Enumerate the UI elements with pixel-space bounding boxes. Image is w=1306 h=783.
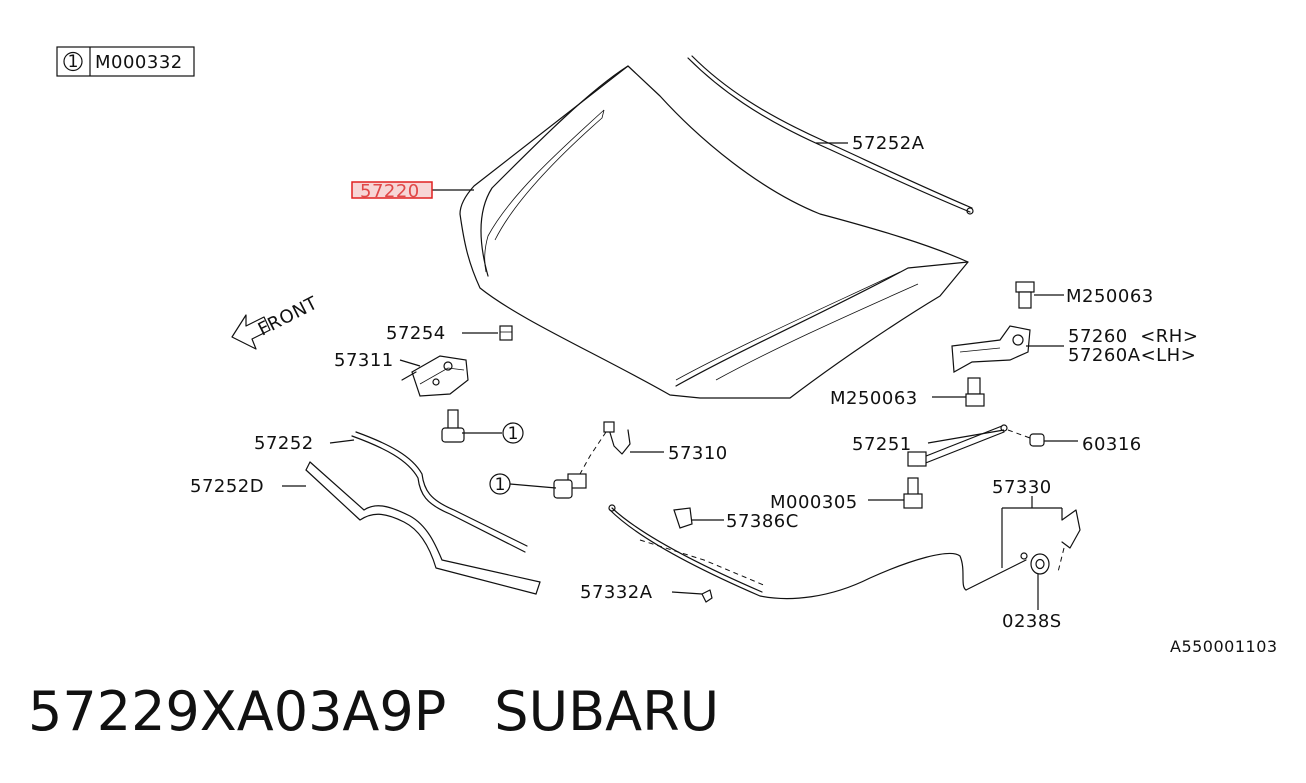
footer-brand: SUBARU	[494, 680, 720, 743]
callout-1-striker: 1	[489, 473, 511, 495]
label-hinge-lh[interactable]: 57260A<LH>	[1068, 345, 1196, 366]
label-release-cable[interactable]: 57330	[992, 477, 1052, 498]
hinge-bolt-bottom[interactable]	[965, 377, 985, 407]
stay-bolt[interactable]	[903, 477, 923, 509]
hood-rear-seal[interactable]	[687, 55, 974, 215]
label-hinge-bolt-top[interactable]: M250063	[1066, 286, 1154, 307]
label-hinge-rh[interactable]: 57260 <RH>	[1068, 326, 1198, 347]
label-seal-front[interactable]: 57252	[254, 433, 314, 454]
label-nut[interactable]: 0238S	[1002, 611, 1062, 632]
reference-box-code: M000332	[95, 52, 183, 73]
label-lock-assy[interactable]: 57311	[334, 350, 394, 371]
hood-panel[interactable]	[459, 65, 969, 399]
front-arrow: FRONT	[231, 292, 322, 350]
label-bumper-stop[interactable]: 57254	[386, 323, 446, 344]
front-seal-d[interactable]	[305, 461, 541, 595]
hinge-bolt-top[interactable]	[1015, 281, 1035, 309]
striker-bolt[interactable]	[553, 473, 587, 499]
hood-hinge[interactable]	[951, 325, 1031, 373]
cable-clip-a[interactable]	[701, 589, 713, 603]
reference-box-index: 1	[68, 52, 79, 72]
front-arrow-label: FRONT	[255, 292, 322, 340]
label-hood[interactable]: 57220	[360, 181, 420, 202]
label-grommet[interactable]: 60316	[1082, 434, 1142, 455]
callout-1-striker-text: 1	[495, 475, 506, 495]
label-stay[interactable]: 57251	[852, 434, 912, 455]
release-cable[interactable]	[608, 504, 1081, 600]
bumper-stop[interactable]	[499, 325, 513, 341]
grommet[interactable]	[1029, 433, 1045, 447]
footer-part-number: 57229XA03A9P	[28, 680, 447, 743]
lock-bolt[interactable]	[441, 409, 465, 443]
callout-1-lock: 1	[502, 422, 524, 444]
front-seal[interactable]	[351, 431, 528, 553]
reference-box: 1 M000332	[56, 46, 195, 77]
label-clip-c[interactable]: 57386C	[726, 511, 799, 532]
callout-1-lock-text: 1	[508, 424, 519, 444]
drawing-number: A550001103	[1170, 637, 1278, 656]
hood-lock-assembly[interactable]	[401, 355, 469, 397]
label-stay-bolt[interactable]: M000305	[770, 492, 858, 513]
highlight-box[interactable]	[351, 181, 433, 199]
leader-lines	[282, 142, 1078, 610]
release-nut[interactable]	[1030, 553, 1050, 575]
label-seal-front-d[interactable]: 57252D	[190, 476, 264, 497]
hood-striker[interactable]	[579, 421, 631, 475]
footer: 57229XA03A9P SUBARU	[28, 680, 719, 743]
cable-clip-c[interactable]	[673, 507, 693, 529]
hood-stay[interactable]	[907, 424, 1031, 467]
label-clip-a[interactable]: 57332A	[580, 582, 653, 603]
label-hood-rear-seal[interactable]: 57252A	[852, 133, 925, 154]
label-striker[interactable]: 57310	[668, 443, 728, 464]
label-hinge-bolt-bottom[interactable]: M250063	[830, 388, 918, 409]
part-labels: 57220 57252A 57254 57311 57252 57252D 57…	[190, 133, 1278, 656]
